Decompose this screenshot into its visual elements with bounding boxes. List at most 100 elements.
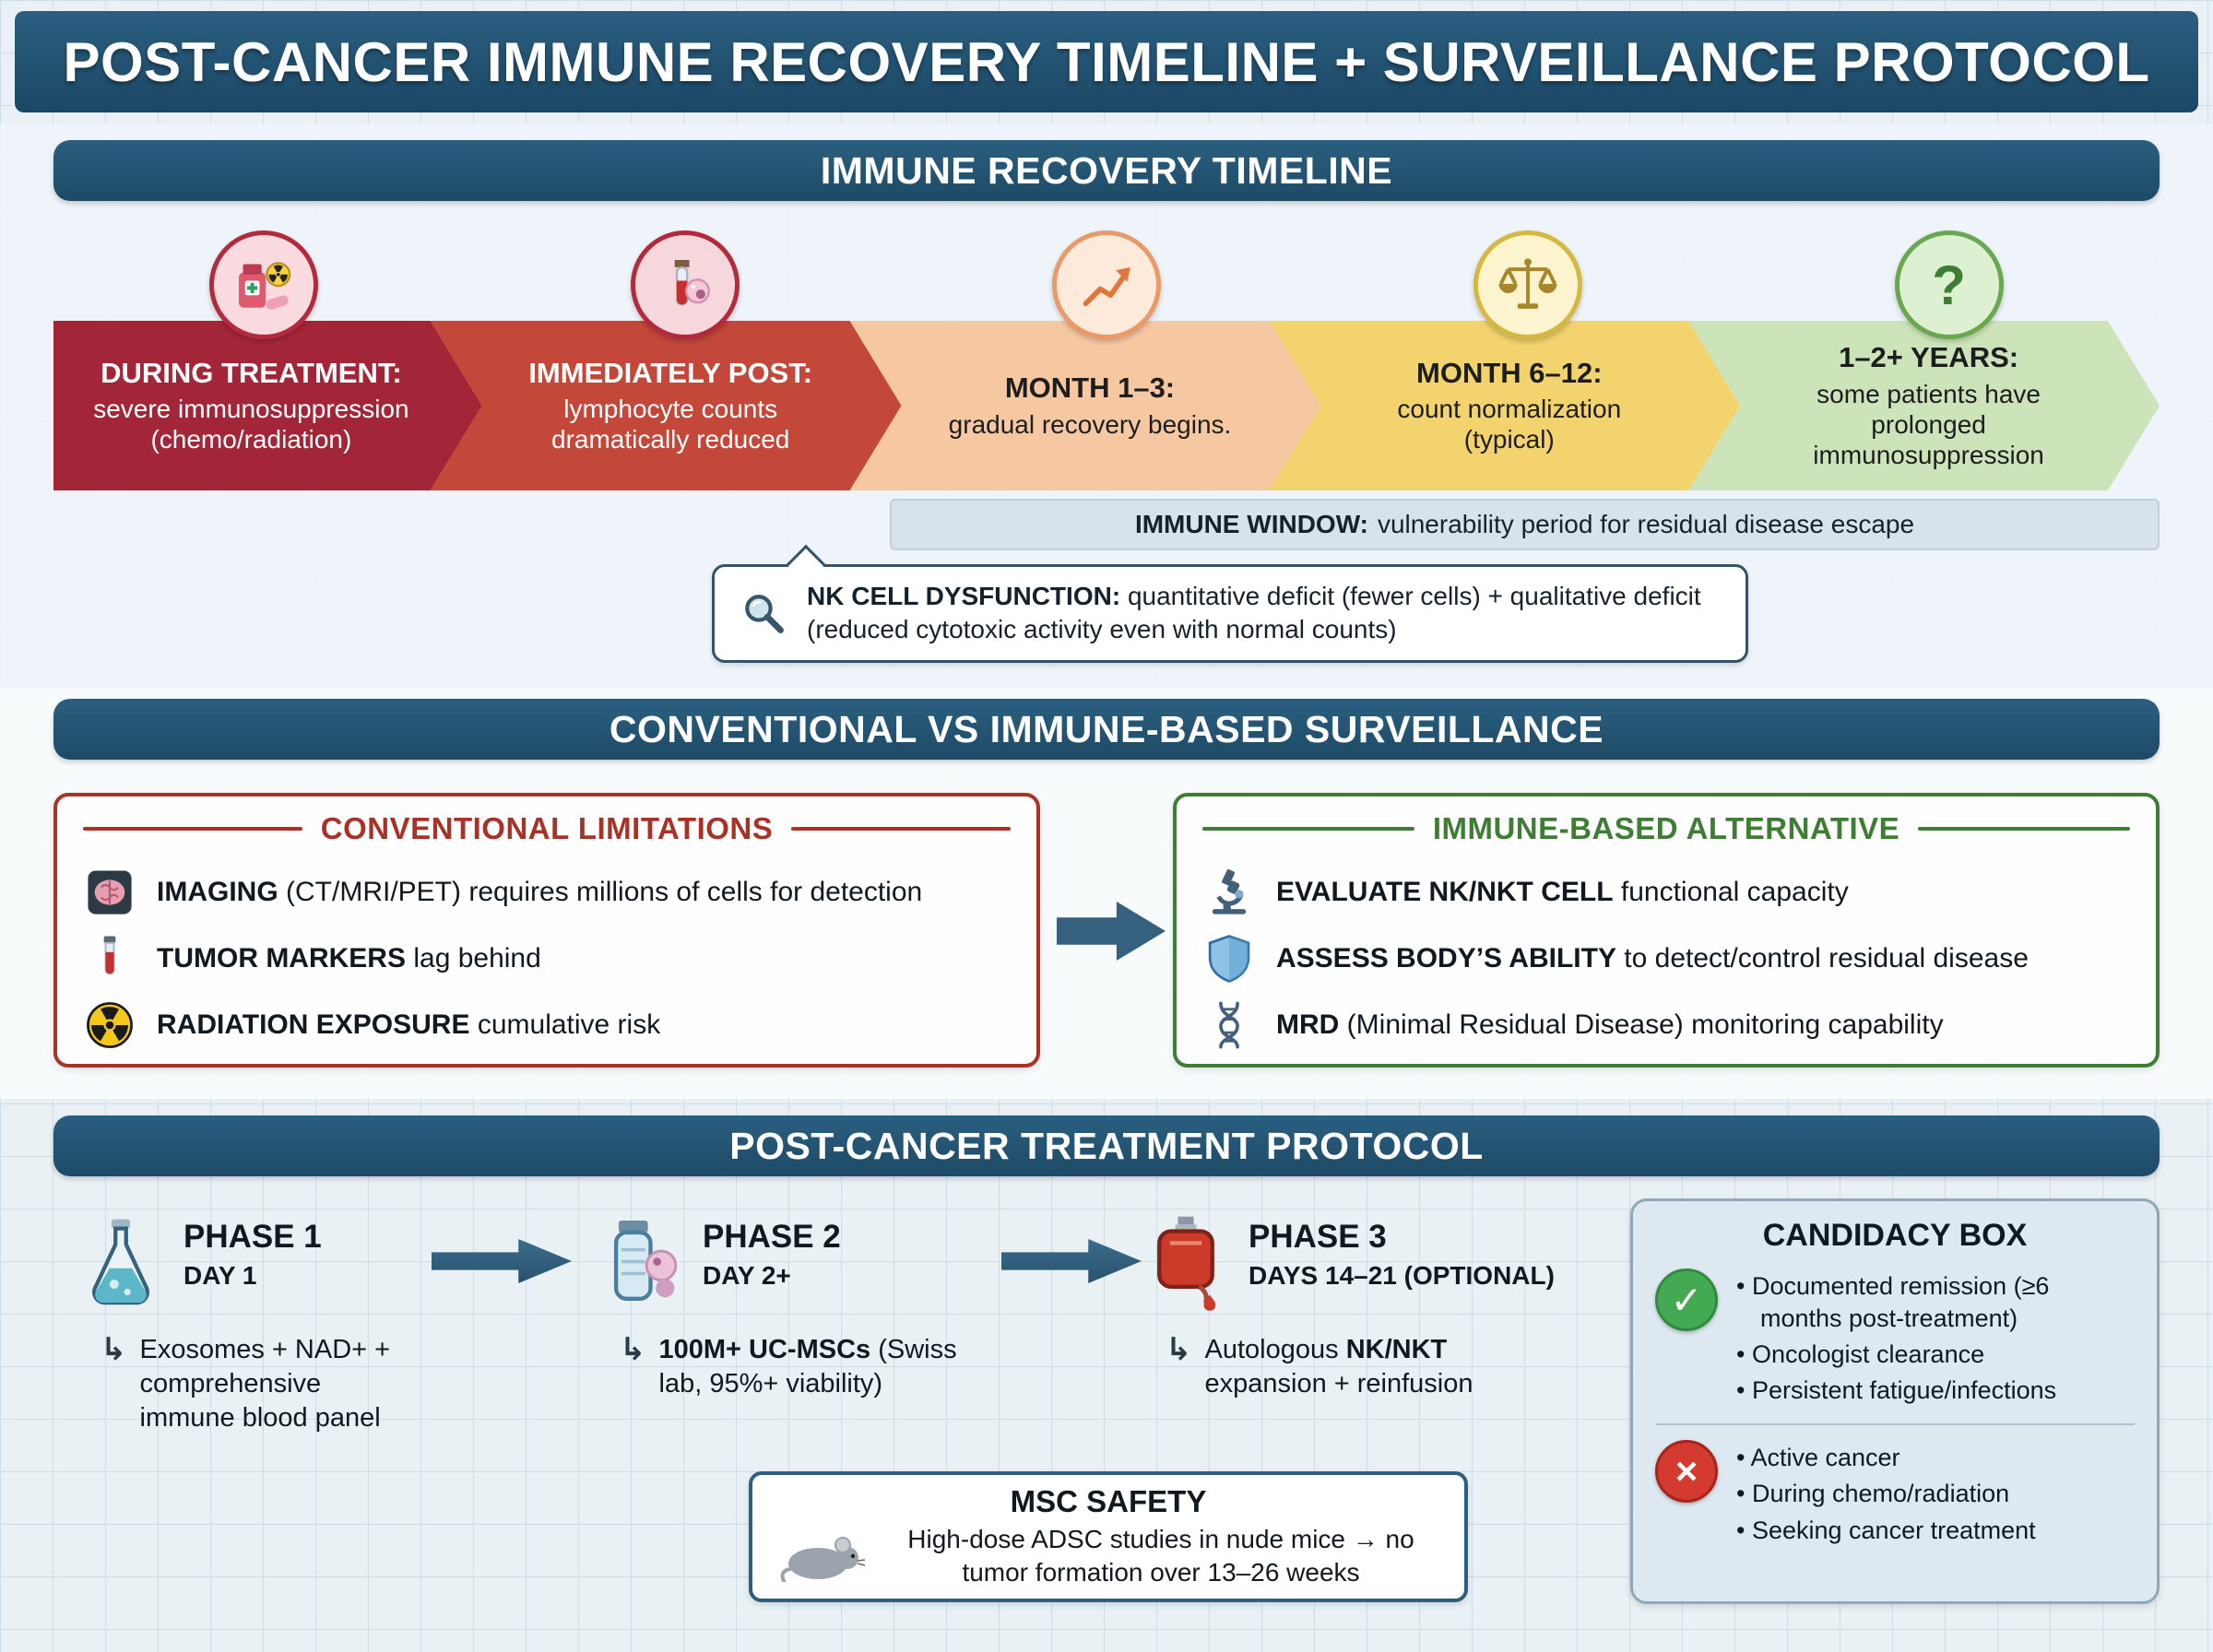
stage-heading: IMMEDIATELY POST: [528,356,813,389]
list-item: Documented remission (≥6 months post-tre… [1736,1270,2135,1335]
eligible-row: ✓ Documented remission (≥6 months post-t… [1655,1268,2135,1410]
balance-scale-icon [1473,230,1582,339]
immune-title-row: IMMUNE-BASED ALTERNATIVE [1202,811,2130,846]
mrd-item: MRD (Minimal Residual Disease) monitorin… [1202,992,2130,1058]
item-text: TUMOR MARKERS lag behind [157,943,541,974]
candidacy-box: CANDIDACY BOX ✓ Documented remission (≥6… [1630,1198,2160,1604]
item-rest: (CT/MRI/PET) requires millions of cells … [286,877,923,907]
phase-detail-text: Exosomes + NAD+ + comprehensive immune b… [140,1333,398,1435]
phase-2-titles: PHASE 2 DAY 2+ [703,1215,841,1291]
item-text: ASSESS BODY’S ABILITY to detect/control … [1276,943,2029,974]
stage-heading: DURING TREATMENT: [101,356,402,389]
icon-cell [475,230,896,339]
phase-subtitle: DAYS 14–21 (OPTIONAL) [1249,1261,1555,1290]
stage-during-treatment: DURING TREATMENT: severe immunosuppressi… [53,321,482,490]
ineligible-row: × Active cancer During chemo/radiation S… [1655,1440,2135,1550]
msc-safety-content: High-dose ADSC studies in nude mice → no… [773,1523,1444,1589]
msc-safety-text: High-dose ADSC studies in nude mice → no… [907,1525,1414,1587]
icon-cell [1317,230,1738,339]
callout-label: NK CELL DYSFUNCTION: [807,582,1121,610]
phase-1-titles: PHASE 1 DAY 1 [183,1215,322,1291]
conventional-limitations-box: CONVENTIONAL LIMITATIONS IMAGING (CT/MRI… [53,793,1040,1068]
detail-pre: Autologous [1204,1335,1339,1364]
section-banner-protocol: POST-CANCER TREATMENT PROTOCOL [53,1115,2160,1176]
callout-body: quantitative deficit (fewer cells) + qua… [807,582,1701,644]
item-text: MRD (Minimal Residual Disease) monitorin… [1276,1009,1944,1041]
stage-body: count normalization (typical) [1397,395,1622,454]
shield-icon [1202,932,1256,985]
list-item: During chemo/radiation [1736,1478,2036,1510]
detail-post: expansion + reinfusion [1204,1369,1473,1399]
blood-vial-cell-icon [631,230,740,339]
immune-title: IMMUNE-BASED ALTERNATIVE [1432,811,1900,845]
phase-detail-text: 100M+ UC-MSCs (Swiss lab, 95%+ viability… [659,1333,1004,1401]
item-rest: to detect/control residual disease [1624,943,2029,974]
nk-dysfunction-callout: NK CELL DYSFUNCTION: quantitative defici… [712,544,1748,663]
flow-arrow-icon [432,1239,572,1283]
blood-bag-icon [1143,1215,1228,1311]
msc-safety-box: MSC SAFETY High-dose ADSC studies in nud… [749,1471,1468,1602]
icon-cell: ? [1738,230,2160,339]
eligible-list: Documented remission (≥6 months post-tre… [1736,1270,2135,1410]
flow-arrow-icon [1001,1239,1142,1283]
list-item: Active cancer [1736,1442,2036,1474]
item-text: EVALUATE NK/NKT CELL functional capacity [1276,877,1849,908]
icon-cell [53,230,475,339]
stage-body: severe immunosuppression (chemo/radiatio… [93,395,409,454]
phase-2-head: PHASE 2 DAY 2+ [598,1215,1003,1311]
stage-heading: MONTH 6–12: [1416,356,1603,389]
detail-post: (Swiss lab, 95%+ viability) [658,1335,957,1399]
brain-scan-icon [83,866,136,919]
phase-1-block: PHASE 1 DAY 1 ↳ Exosomes + NAD+ + compre… [78,1215,447,1435]
stage-body: some patients have prolonged immunosuppr… [1813,379,2044,469]
flask-icon [78,1215,163,1311]
radiation-icon [83,998,136,1052]
conventional-title-row: CONVENTIONAL LIMITATIONS [83,811,1012,846]
item-bold: IMAGING [157,877,278,907]
item-rest: (Minimal Residual Disease) monitoring ca… [1346,1009,1944,1040]
page-title: POST-CANCER IMMUNE RECOVERY TIMELINE + S… [15,11,2198,112]
stage-month-6-12: MONTH 6–12: count normalization (typical… [1269,321,1740,490]
phase-3-head: PHASE 3 DAYS 14–21 (OPTIONAL) [1143,1215,1623,1311]
cross-glyph: × [1675,1449,1698,1493]
list-item: Seeking cancer treatment [1736,1515,2036,1547]
mouse-icon [780,1536,866,1582]
phase-subtitle: DAY 2+ [703,1261,791,1290]
magnifier-icon [745,595,784,634]
section-banner-surveillance: CONVENTIONAL VS IMMUNE-BASED SURVEILLANC… [53,699,2160,760]
question-glyph: ? [1932,254,1966,316]
immune-window-bar: IMMUNE WINDOW: vulnerability period for … [890,499,2160,550]
item-rest: cumulative risk [477,1009,661,1040]
timeline-icons-row: ? [53,230,2160,339]
detail-bold: 100M+ UC-MSCs [658,1335,871,1364]
trend-up-icon [1051,230,1161,339]
stage-body: lymphocyte counts dramatically reduced [551,395,790,454]
chemo-radiation-drugs-icon [209,230,319,339]
imaging-item: IMAGING (CT/MRI/PET) requires millions o… [83,859,1011,926]
item-bold: EVALUATE NK/NKT CELL [1276,877,1614,907]
radiation-exposure-item: RADIATION EXPOSURE cumulative risk [83,992,1011,1058]
title-rule [1202,827,1414,831]
tumor-markers-item: TUMOR MARKERS lag behind [83,926,1011,992]
item-text: IMAGING (CT/MRI/PET) requires millions o… [157,877,922,908]
phase-2-block: PHASE 2 DAY 2+ ↳ 100M+ UC-MSCs (Swiss la… [598,1215,1003,1401]
stage-immediately-post: IMMEDIATELY POST: lymphocyte counts dram… [431,321,902,490]
phase-2-detail: ↳ 100M+ UC-MSCs (Swiss lab, 95%+ viabili… [598,1332,1004,1401]
dna-icon [1202,998,1256,1052]
detail-bold: NK/NKT [1345,1335,1448,1364]
callout-text: NK CELL DYSFUNCTION: quantitative defici… [807,580,1722,647]
cross-icon: × [1655,1440,1718,1504]
timeline-stages-row: DURING TREATMENT: severe immunosuppressi… [53,321,2160,490]
check-glyph: ✓ [1670,1278,1703,1322]
divider [1655,1423,2135,1426]
immune-window-label: IMMUNE WINDOW: [1134,510,1368,538]
item-rest: functional capacity [1620,877,1849,907]
stage-1-2-years: 1–2+ YEARS: some patients have prolonged… [1688,321,2160,490]
item-rest: lag behind [413,943,541,974]
title-rule [83,827,302,831]
phase-1-head: PHASE 1 DAY 1 [78,1215,447,1311]
stage-month-1-3: MONTH 1–3: gradual recovery begins. [850,321,1321,490]
stage-heading: 1–2+ YEARS: [1839,341,2019,374]
title-rule [791,827,1012,831]
